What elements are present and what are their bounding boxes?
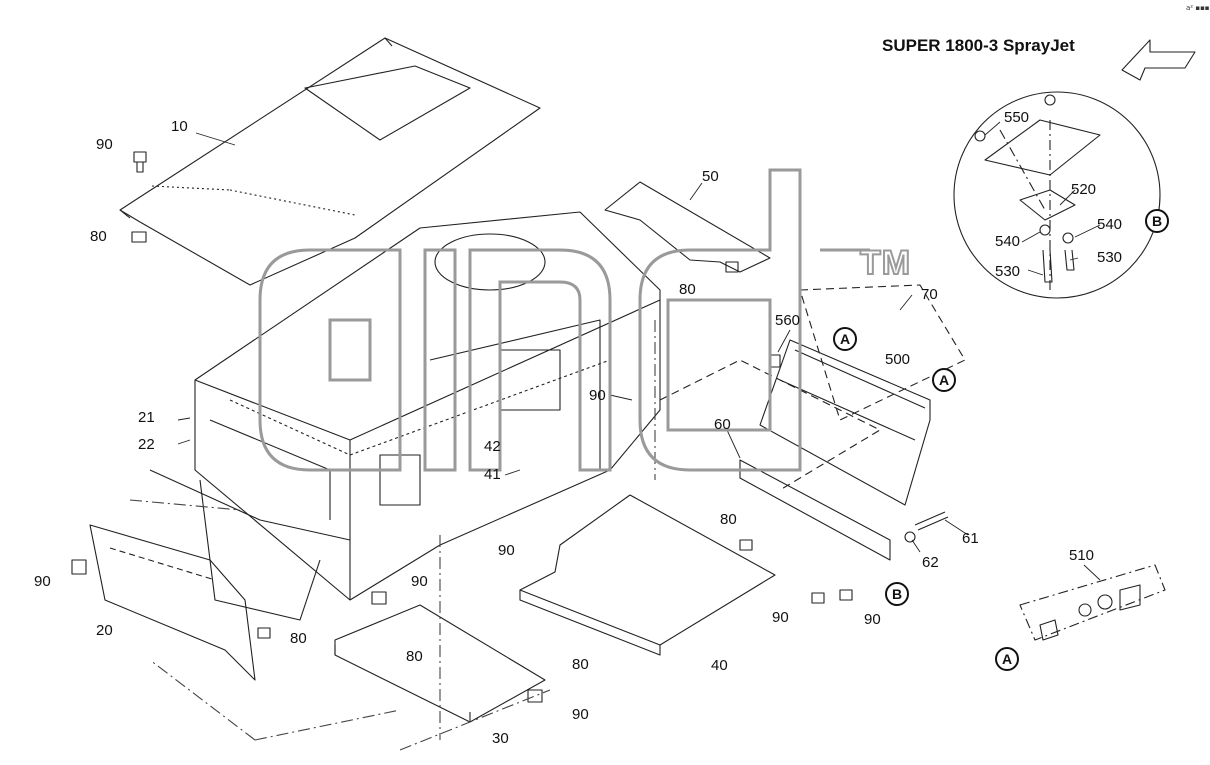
marker-a: A bbox=[833, 327, 857, 351]
callout-90: 90 bbox=[411, 573, 428, 590]
callout-60: 60 bbox=[714, 416, 731, 433]
marker-a: A bbox=[932, 368, 956, 392]
callout-61: 61 bbox=[962, 530, 979, 547]
callout-80: 80 bbox=[90, 228, 107, 245]
detail-b-circle bbox=[953, 91, 1161, 299]
direction-arrow-icon bbox=[1121, 39, 1196, 81]
marker-b: B bbox=[885, 582, 909, 606]
callout-540: 540 bbox=[1097, 216, 1123, 233]
callout-40: 40 bbox=[711, 657, 728, 674]
bolt-90-top bbox=[133, 151, 147, 173]
part-30-tray bbox=[334, 591, 546, 723]
callout-90: 90 bbox=[34, 573, 51, 590]
part-500-panel bbox=[759, 339, 931, 506]
callout-80: 80 bbox=[290, 630, 307, 647]
callout-70: 70 bbox=[921, 286, 938, 303]
callout-90: 90 bbox=[772, 609, 789, 626]
part-510-assembly bbox=[1019, 564, 1166, 641]
callout-510: 510 bbox=[1069, 547, 1095, 564]
watermark-logo bbox=[258, 168, 870, 472]
diagram-title: SUPER 1800-3 SprayJet bbox=[882, 36, 1075, 55]
callout-500: 500 bbox=[885, 351, 911, 368]
callout-560: 560 bbox=[775, 312, 801, 329]
callout-550: 550 bbox=[1004, 109, 1030, 126]
reference-lines bbox=[129, 320, 656, 751]
callout-80: 80 bbox=[572, 656, 589, 673]
callout-10: 10 bbox=[171, 118, 188, 135]
callout-30: 30 bbox=[492, 730, 509, 747]
part-70-outline bbox=[659, 284, 966, 491]
corner-code: a² ▪▪▪ bbox=[1186, 4, 1210, 12]
callout-540: 540 bbox=[995, 233, 1021, 250]
callout-80: 80 bbox=[720, 511, 737, 528]
part-20-side-panel bbox=[71, 524, 271, 681]
part-40-floor-plate bbox=[519, 494, 776, 656]
callout-90: 90 bbox=[498, 542, 515, 559]
callout-41: 41 bbox=[484, 466, 501, 483]
callout-42: 42 bbox=[484, 438, 501, 455]
part-10-roof-panel bbox=[119, 37, 541, 286]
callout-530: 530 bbox=[995, 263, 1021, 280]
marker-b: B bbox=[1145, 209, 1169, 233]
callout-520: 520 bbox=[1071, 181, 1097, 198]
callout-62: 62 bbox=[922, 554, 939, 571]
callout-90: 90 bbox=[572, 706, 589, 723]
part-50-strip bbox=[604, 181, 771, 273]
callout-80: 80 bbox=[406, 648, 423, 665]
part-60-bracket bbox=[739, 459, 891, 561]
cab-frame bbox=[149, 211, 661, 621]
callout-90: 90 bbox=[96, 136, 113, 153]
callout-50: 50 bbox=[702, 168, 719, 185]
callout-90: 90 bbox=[589, 387, 606, 404]
watermark-trademark: TM bbox=[859, 243, 912, 283]
bolt-61 bbox=[904, 511, 949, 543]
callout-21: 21 bbox=[138, 409, 155, 426]
callout-20: 20 bbox=[96, 622, 113, 639]
callout-90: 90 bbox=[864, 611, 881, 628]
clip-80-left bbox=[131, 231, 147, 243]
bolts-90-lower bbox=[811, 589, 853, 604]
callout-530: 530 bbox=[1097, 249, 1123, 266]
leader-lines bbox=[177, 121, 1101, 581]
callout-22: 22 bbox=[138, 436, 155, 453]
marker-a: A bbox=[995, 647, 1019, 671]
callout-80: 80 bbox=[679, 281, 696, 298]
